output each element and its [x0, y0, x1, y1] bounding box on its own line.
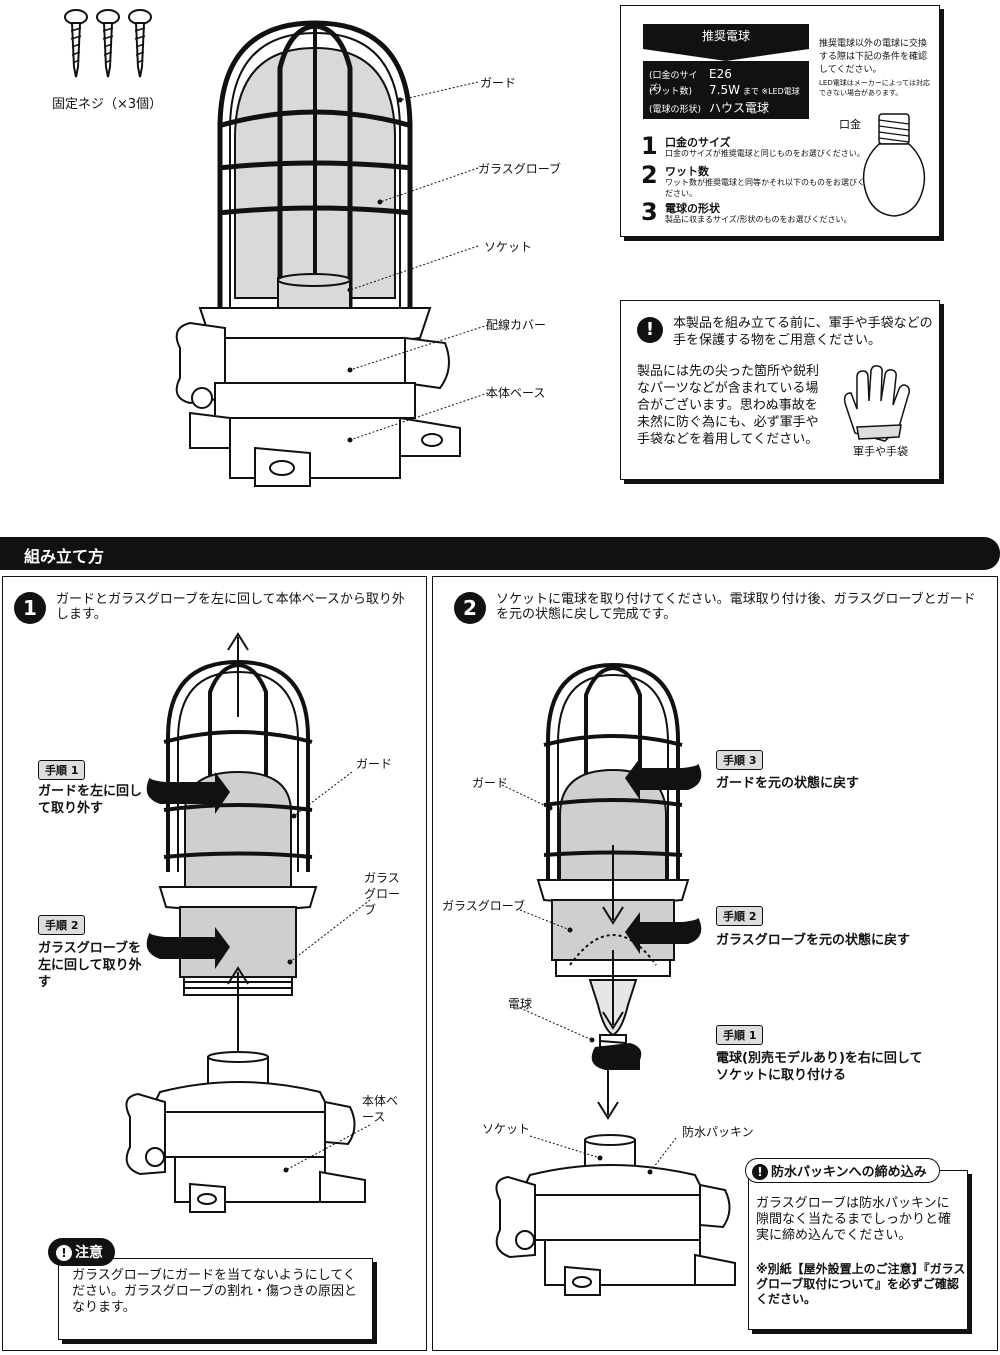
step1-text: ガードとガラスグローブを左に回して本体ベースから取り外します。	[56, 592, 405, 622]
spec-value: E26	[709, 67, 732, 81]
step1-illustration	[125, 632, 366, 1213]
spec-key: (電球の形状)	[649, 105, 702, 115]
section-bar	[0, 537, 1000, 570]
callout-glass-globe: ガラスグローブ	[478, 162, 562, 176]
item-desc: ワット数が推奨電球と同等かそれ以下のものをお選びください。	[665, 178, 865, 198]
screws-label: 固定ネジ（×3個）	[52, 97, 163, 112]
bulb-box-header: 推奨電球	[643, 24, 809, 49]
gloves-notice-box: ! 本製品を組み立てる前に、軍手や手袋などの手を保護する物をご用意ください。 製…	[620, 300, 940, 480]
item-title: 電球の形状	[665, 202, 720, 215]
caution-tag-label: 注意	[75, 1245, 103, 1261]
caution-text: ガラスグローブにガードを当てないようにしてください。ガラスグローブの割れ・傷つき…	[72, 1268, 357, 1315]
lamp-illustration	[175, 20, 461, 487]
step1-number: 1	[14, 592, 46, 624]
gloves-caption: 軍手や手袋	[853, 445, 908, 458]
spec-value: 7.5W	[709, 83, 740, 97]
item-number: 2	[641, 161, 658, 189]
step2-text: ソケットに電球を取り付けてください。電球取り付け後、ガラスグローブとガードを元の…	[496, 592, 976, 622]
callout-socket: ソケット	[484, 240, 533, 254]
bulb-note: 推奨電球以外の電球に交換する際は下記の条件を確認してください。	[819, 39, 928, 75]
step2-proc1-badge: 手順 1	[716, 1025, 764, 1045]
spec-value: ハウス電球	[709, 101, 770, 115]
gloves-headline: 本製品を組み立てる前に、軍手や手袋などの手を保護する物をご用意ください。	[673, 316, 933, 348]
spec-suffix: まで ※LED電球	[742, 87, 800, 96]
step1-proc1-badge: 手順 1	[38, 760, 86, 780]
bulb-base-label: 口金	[839, 118, 861, 131]
step1-label-base: 本体ベース	[362, 1094, 399, 1124]
step1-proc2-text: ガラスグローブを左に回して取り外す	[38, 941, 142, 990]
packing-tag: !防水パッキンへの締め込み	[745, 1158, 940, 1183]
step1-panel	[2, 576, 427, 1351]
bulb-spec-table: (口金のサイズ) E26 (ワット数) 7.5W まで ※LED電球 (電球の形状)…	[643, 61, 809, 119]
section-title: 組み立て方	[24, 547, 105, 566]
step1-proc2-badge: 手順 2	[38, 915, 86, 935]
callout-guard: ガード	[480, 76, 517, 90]
step1-proc1-text: ガードを左に回して取り外す	[38, 784, 143, 816]
step2-callout-lines	[501, 784, 677, 1175]
item-number: 1	[641, 132, 658, 160]
step2-panel	[432, 576, 998, 1351]
gloves-icon	[843, 365, 911, 442]
bulb-header-arrow	[643, 49, 809, 61]
caution-box	[58, 1258, 373, 1340]
callout-lines	[347, 81, 489, 443]
item-title: 口金のサイズ	[665, 136, 731, 149]
spec-key: (ワット数)	[649, 87, 693, 97]
step2-proc3-text: ガードを元の状態に戻す	[716, 776, 860, 791]
caution-tag: !注意	[48, 1238, 115, 1266]
step1-label-guard: ガード	[356, 757, 393, 771]
step1-label-globe: ガラスグローブ	[364, 871, 401, 917]
packing-note: ※別紙【屋外設置上のご注意】『ガラスグローブ取付について』を必ずご確認ください。	[756, 1262, 966, 1306]
gloves-body: 製品には先の尖った箇所や鋭利なパーツなどが含まれている場合がございます。思わぬ事…	[637, 364, 820, 447]
item-title: ワット数	[665, 165, 709, 178]
packing-box	[748, 1170, 968, 1330]
recommended-bulb-box: 推奨電球 (口金のサイズ) E26 (ワット数) 7.5W まで ※LED電球 (電…	[620, 5, 940, 237]
step2-proc2-badge: 手順 2	[716, 906, 764, 926]
callout-wiring-cover: 配線カバー	[486, 318, 547, 332]
item-desc: 口金のサイズが推奨電球と同じものをお選びください。	[665, 149, 865, 158]
exclamation-icon: !	[637, 317, 663, 343]
exclamation-icon: !	[752, 1164, 768, 1180]
packing-text: ガラスグローブは防水パッキンに隙間なく当たるまでしっかりと確実に締め込んでくださ…	[756, 1196, 952, 1243]
step2-proc2-text: ガラスグローブを元の状態に戻す	[716, 933, 910, 948]
step2-label-packing: 防水パッキン	[682, 1125, 754, 1139]
step2-label-socket: ソケット	[482, 1122, 531, 1136]
spec-key: (口金のサイズ)	[649, 71, 698, 94]
step2-proc1-text: 電球(別売モデルあり)を右に回してソケットに取り付ける	[716, 1051, 923, 1083]
bulb-note-small: LED電球はメーカーによっては対応できない場合があります。	[819, 79, 931, 97]
packing-tag-label: 防水パッキンへの締め込み	[771, 1165, 927, 1180]
step2-number: 2	[454, 592, 486, 624]
step2-label-globe: ガラスグローブ	[442, 899, 526, 913]
step2-label-bulb: 電球	[508, 997, 533, 1011]
item-number: 3	[641, 198, 658, 226]
screws-illustration	[64, 9, 152, 78]
step2-proc3-badge: 手順 3	[716, 750, 764, 770]
step2-label-guard: ガード	[472, 776, 509, 790]
step1-callout-lines	[283, 771, 371, 1173]
exclamation-icon: !	[56, 1245, 72, 1261]
light-bulb-icon	[862, 113, 926, 217]
item-desc: 製品に収まるサイズ/形状のものをお選びください。	[665, 215, 852, 224]
callout-body-base: 本体ベース	[486, 386, 546, 400]
